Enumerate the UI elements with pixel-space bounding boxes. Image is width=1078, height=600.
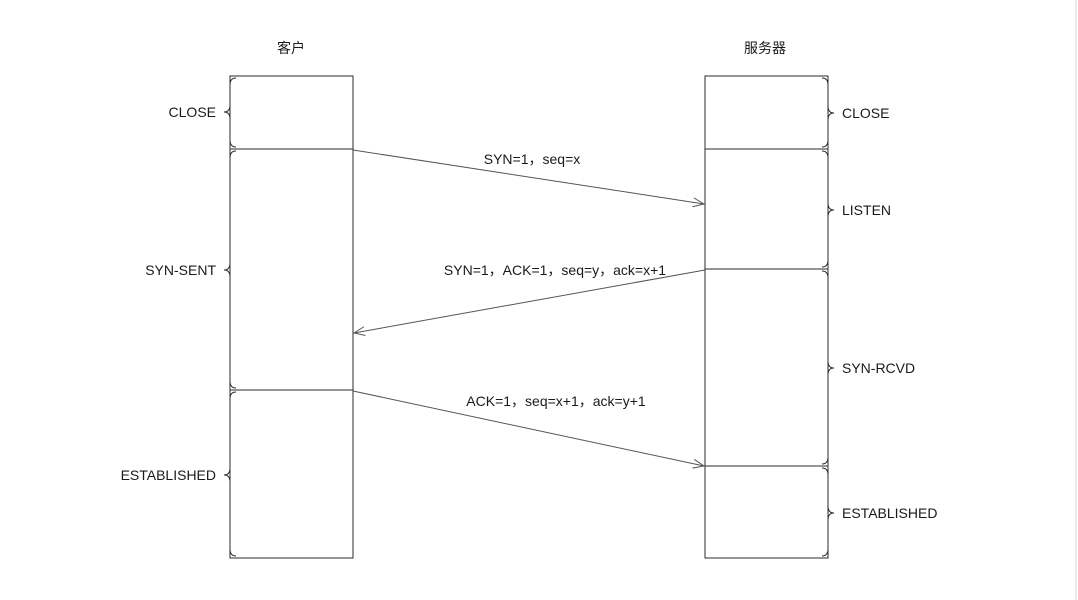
message-label-syn: SYN=1，seq=x: [484, 151, 581, 167]
server-brace-listen: [821, 150, 835, 268]
arrow-syn-ack: [354, 269, 706, 333]
client-state-established: ESTABLISHED: [121, 467, 216, 483]
client-segment-close: [229, 75, 354, 150]
server-segment-syn-rcvd: [704, 268, 829, 467]
client-state-syn-sent: SYN-SENT: [145, 262, 216, 278]
server-state-established: ESTABLISHED: [842, 505, 937, 521]
server-brace-close: [821, 77, 835, 148]
server-title: 服务器: [744, 40, 786, 56]
client-brace-close: [223, 77, 237, 148]
message-label-ack: ACK=1，seq=x+1，ack=y+1: [466, 393, 646, 409]
client-brace-syn-sent: [223, 150, 237, 389]
client-state-close: CLOSE: [169, 104, 216, 120]
server-state-listen: LISTEN: [842, 202, 891, 218]
message-label-syn-ack: SYN=1，ACK=1，seq=y，ack=x+1: [444, 262, 666, 278]
server-brace-syn-rcvd: [821, 270, 835, 465]
client-brace-established: [223, 391, 237, 557]
server-segment-listen: [704, 148, 829, 270]
client-segment-established: [229, 389, 354, 559]
server-segment-close: [704, 75, 829, 150]
server-segment-established: [704, 465, 829, 559]
client-segment-syn-sent: [229, 148, 354, 391]
server-brace-established: [821, 467, 835, 557]
server-state-close: CLOSE: [842, 105, 889, 121]
client-title: 客户: [277, 40, 305, 56]
arrow-ack: [352, 390, 704, 466]
server-state-syn-rcvd: SYN-RCVD: [842, 360, 915, 376]
arrow-syn: [352, 149, 704, 204]
